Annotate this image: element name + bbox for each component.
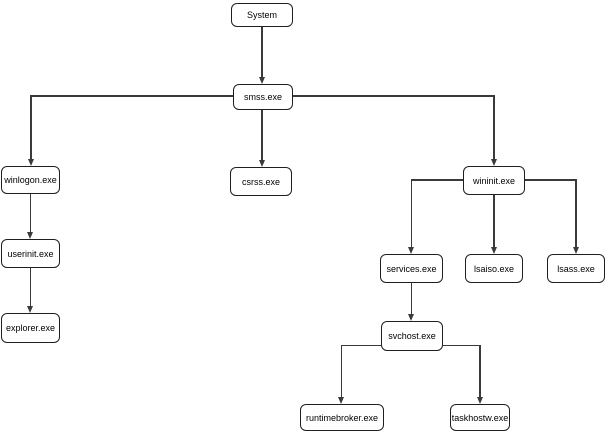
node-runtimebroker[interactable]: runtimebroker.exe (300, 404, 384, 431)
edge-svchost-runtimebroker-line-horizontal (341, 344, 382, 346)
edge-wininit-services-line-horizontal (411, 179, 464, 181)
node-smss[interactable]: smss.exe (233, 84, 293, 110)
edge-smss-csrss-arrowhead (258, 160, 265, 167)
edge-svchost-runtimebroker-line-vertical (340, 344, 343, 398)
node-taskhostw[interactable]: taskhostw.exe (450, 404, 510, 431)
edge-smss-wininit-line-horizontal (293, 95, 494, 97)
edge-services-svchost-arrowhead (408, 314, 414, 321)
edge-userinit-explorer-arrowhead (27, 306, 33, 313)
edge-wininit-services-arrowhead (408, 247, 414, 254)
node-lsass[interactable]: lsass.exe (547, 254, 605, 283)
node-winlogon[interactable]: winlogon.exe (1, 166, 60, 194)
node-lsaiso[interactable]: lsaiso.exe (465, 254, 523, 283)
edge-smss-wininit-arrowhead (490, 159, 497, 166)
edge-wininit-lsaiso-line (493, 195, 495, 248)
edge-winlogon-userinit-line (29, 194, 32, 233)
node-system[interactable]: System (231, 3, 293, 27)
edge-wininit-lsaiso-arrowhead (490, 247, 497, 254)
node-services[interactable]: services.exe (380, 254, 443, 283)
edge-wininit-lsass-line-horizontal (525, 179, 576, 181)
edge-svchost-taskhostw-line-horizontal (443, 344, 480, 346)
edge-wininit-lsass-line-vertical (575, 179, 577, 248)
edge-svchost-taskhostw-arrowhead (476, 397, 483, 404)
edge-smss-winlogon-arrowhead (27, 159, 34, 166)
node-svchost[interactable]: svchost.exe (381, 321, 443, 351)
edge-wininit-services-line-vertical (410, 179, 413, 248)
node-wininit[interactable]: wininit.exe (463, 166, 525, 195)
edge-smss-winlogon-line-horizontal (31, 95, 233, 97)
edge-smss-wininit-line-vertical (493, 95, 495, 160)
edge-smss-csrss-line (261, 110, 263, 161)
edge-wininit-lsass-arrowhead (572, 247, 579, 254)
edge-smss-winlogon-line-vertical (30, 95, 32, 160)
edge-services-svchost-line (410, 283, 413, 315)
node-userinit[interactable]: userinit.exe (1, 239, 60, 268)
edge-system-smss-arrowhead (258, 77, 265, 84)
node-explorer[interactable]: explorer.exe (1, 313, 60, 343)
edge-system-smss-line (261, 27, 263, 78)
node-csrss[interactable]: csrss.exe (230, 167, 292, 196)
edge-winlogon-userinit-arrowhead (27, 232, 33, 239)
edge-svchost-runtimebroker-arrowhead (338, 397, 344, 404)
edge-svchost-taskhostw-line-vertical (479, 344, 481, 398)
edge-userinit-explorer-line (29, 268, 32, 307)
